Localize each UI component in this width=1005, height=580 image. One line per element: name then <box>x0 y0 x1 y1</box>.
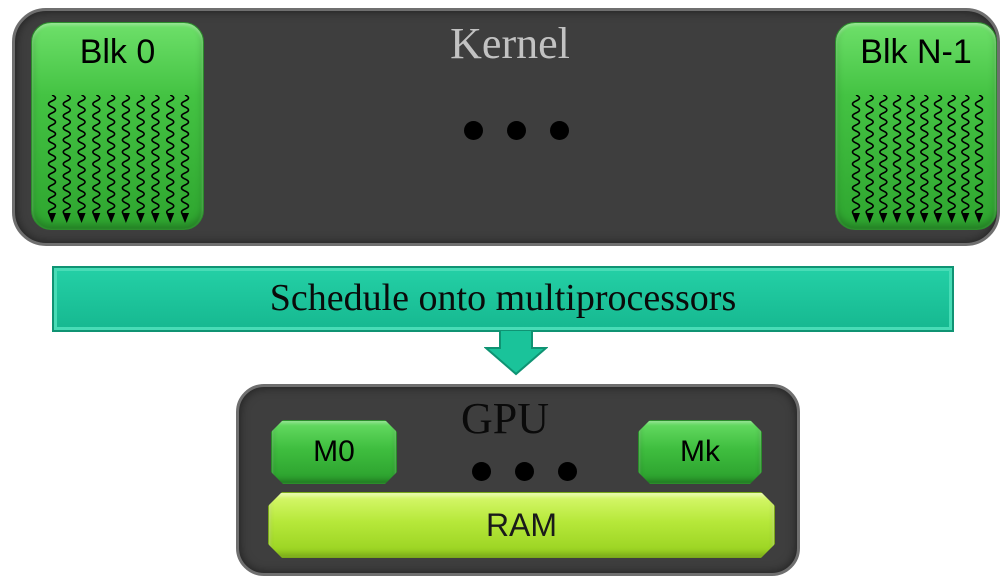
multiprocessor-first: M0 <box>271 420 397 484</box>
multiprocessor-label: Mk <box>680 435 720 468</box>
ram-bar: RAM <box>268 492 775 558</box>
thread-path <box>136 95 145 216</box>
thread-arrowhead <box>961 213 970 223</box>
thread-arrowhead <box>975 213 983 223</box>
schedule-banner: Schedule onto multiprocessors <box>52 266 954 332</box>
thread-path <box>77 95 86 216</box>
thread-path <box>47 95 57 216</box>
gpu-ellipsis-icon <box>472 462 577 481</box>
thread-arrowhead <box>879 213 888 223</box>
thread-arrowhead <box>107 213 116 223</box>
threads-icon <box>47 95 190 223</box>
kernel-ellipsis-icon <box>464 121 569 140</box>
block-label: Blk 0 <box>79 33 156 71</box>
ram-label: RAM <box>485 507 558 543</box>
thread-path <box>933 95 943 216</box>
multiprocessor-last: Mk <box>638 420 762 484</box>
thread-arrowhead <box>906 213 915 223</box>
thread-path <box>851 95 861 216</box>
thread-path <box>961 95 970 216</box>
thread-block-last: Blk N-1 <box>835 22 997 230</box>
thread-arrowhead <box>92 213 101 223</box>
thread-arrowhead <box>77 213 86 223</box>
thread-path <box>892 95 902 216</box>
thread-path <box>151 95 160 216</box>
thread-arrowhead <box>166 213 175 223</box>
thread-path <box>947 95 956 216</box>
thread-arrowhead <box>920 213 929 223</box>
down-arrow-icon <box>484 330 548 376</box>
thread-arrowhead <box>852 213 860 223</box>
thread-path <box>180 95 190 216</box>
thread-path <box>165 95 175 216</box>
multiprocessor-label: M0 <box>313 435 355 468</box>
gpu-title: GPU <box>460 394 550 443</box>
thread-arrowhead <box>151 213 160 223</box>
thread-arrowhead <box>136 213 145 223</box>
thread-path <box>879 95 888 216</box>
block-label: Blk N-1 <box>860 33 972 71</box>
schedule-label: Schedule onto multiprocessors <box>269 277 737 319</box>
thread-arrowhead <box>62 213 71 223</box>
thread-block-first: Blk 0 <box>31 22 204 230</box>
threads-icon <box>851 95 984 223</box>
thread-path <box>906 95 915 216</box>
thread-path <box>920 95 929 216</box>
thread-arrowhead <box>121 213 130 223</box>
thread-arrowhead <box>181 213 189 223</box>
thread-path <box>62 95 72 216</box>
thread-arrowhead <box>48 213 56 223</box>
thread-arrowhead <box>893 213 901 223</box>
thread-path <box>974 95 984 216</box>
kernel-title: Kernel <box>450 19 570 68</box>
thread-path <box>121 95 131 216</box>
thread-path <box>92 95 101 216</box>
thread-arrowhead <box>934 213 942 223</box>
thread-path <box>106 95 116 216</box>
thread-path <box>865 95 874 216</box>
thread-arrowhead <box>865 213 874 223</box>
thread-arrowhead <box>947 213 956 223</box>
